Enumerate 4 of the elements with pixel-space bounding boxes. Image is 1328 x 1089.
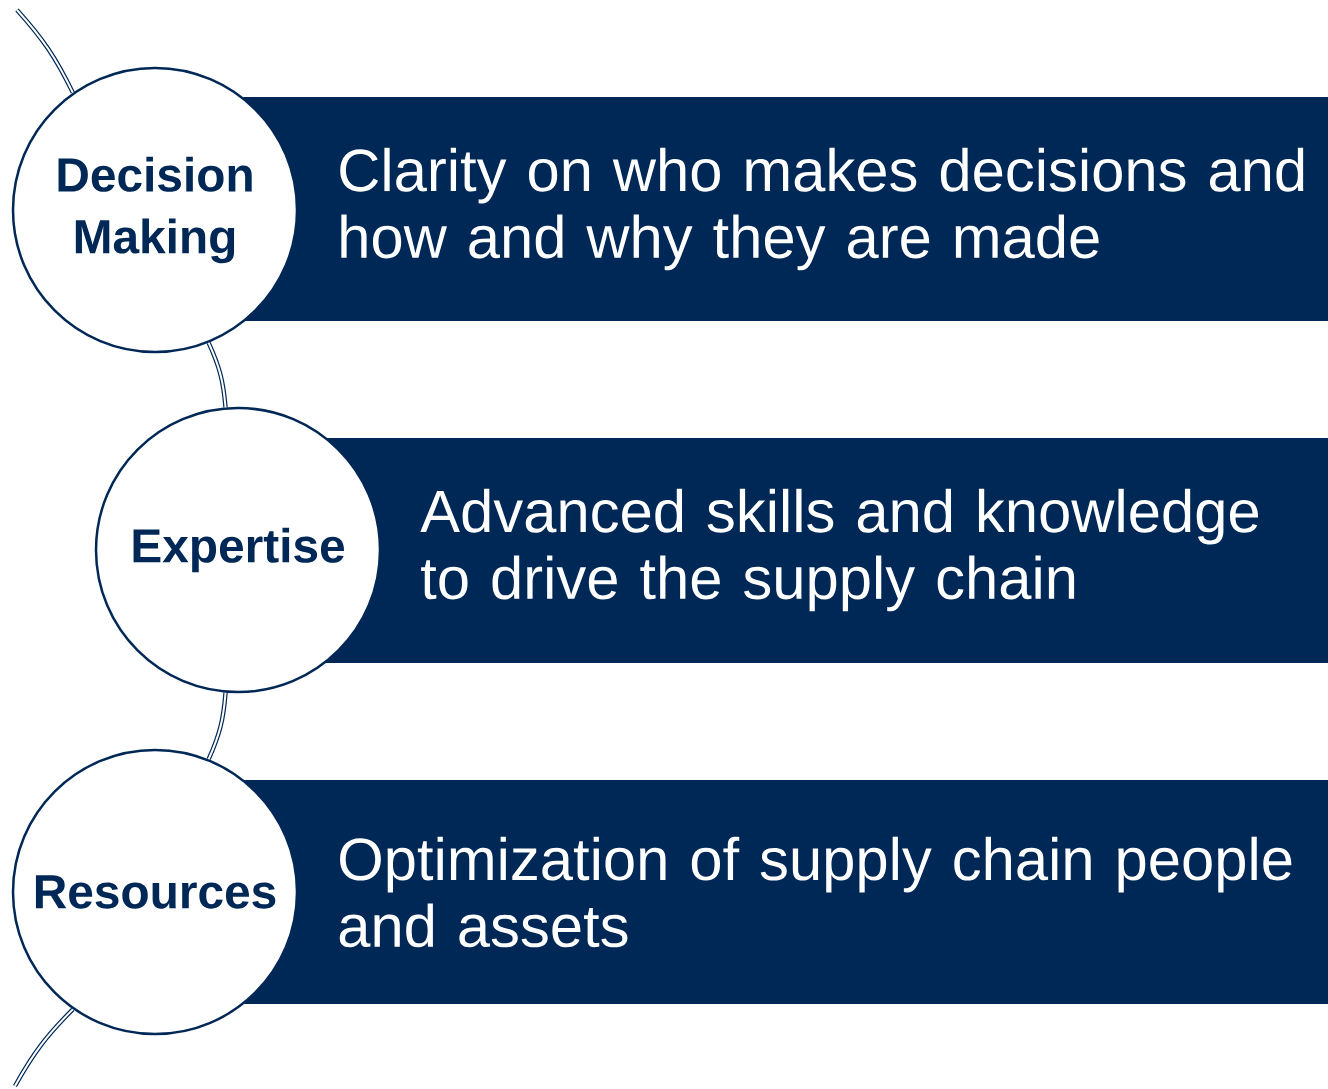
connector-line (206, 341, 228, 409)
connector-line (13, 1007, 75, 1088)
connector-line (15, 8, 75, 94)
connector-line (206, 691, 228, 761)
